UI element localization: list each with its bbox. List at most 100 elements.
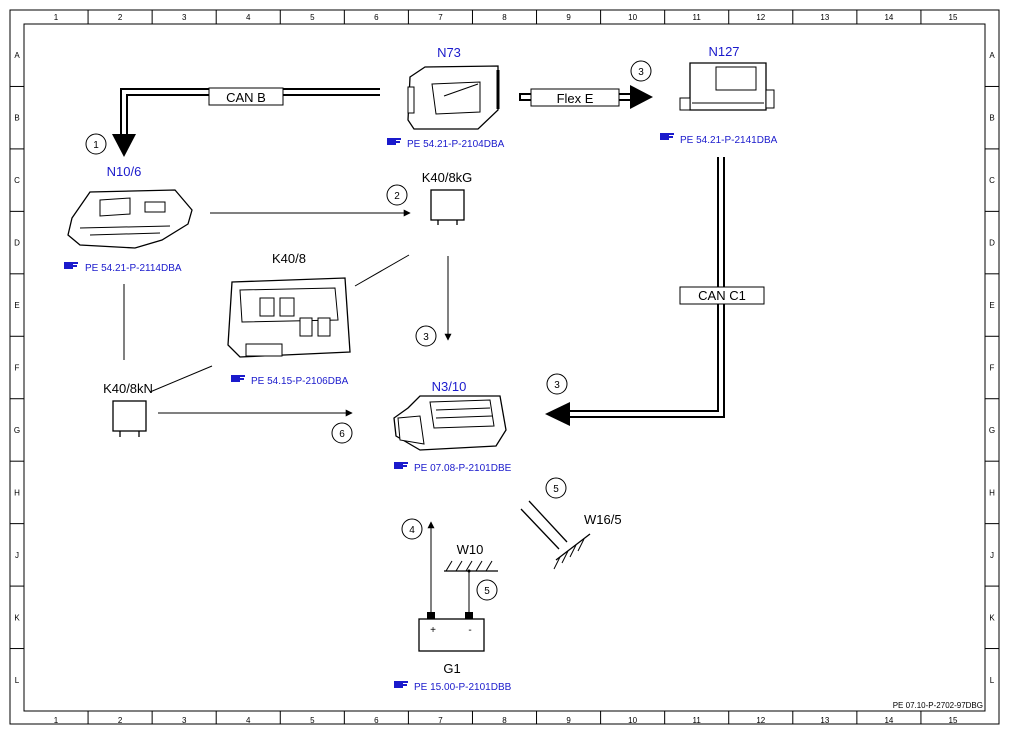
n10-6-ref: PE 54.21-P-2114DBA	[85, 263, 182, 274]
n127-module-icon	[679, 62, 775, 111]
svg-text:4: 4	[409, 525, 415, 536]
w10-ground[interactable]: W10	[444, 542, 498, 573]
svg-text:3: 3	[423, 332, 429, 343]
signal-lines	[123, 209, 470, 612]
column-number: 3	[182, 13, 187, 22]
svg-text:6: 6	[339, 429, 345, 440]
row-letter: A	[14, 51, 20, 60]
column-number: 8	[502, 13, 507, 22]
column-number: 2	[118, 716, 123, 725]
n10-6-label: N10/6	[107, 164, 142, 179]
n73-module-icon	[407, 65, 500, 130]
column-number: 1	[54, 13, 59, 22]
n3-10-module[interactable]: N3/10 PE 07.08-P-2101DBE	[393, 379, 512, 474]
drawing-frame: 1122334455667788991010111112121313141415…	[9, 9, 1000, 725]
k40-8-ref: PE 54.15-P-2106DBA	[251, 376, 349, 387]
column-number: 7	[438, 716, 443, 725]
column-ruler: 1122334455667788991010111112121313141415…	[54, 10, 958, 725]
callout-3-can: 3	[546, 373, 568, 395]
svg-text:2: 2	[394, 191, 400, 202]
column-number: 6	[374, 13, 379, 22]
column-number: 7	[438, 13, 443, 22]
row-letter: D	[989, 239, 995, 248]
n3-10-ecu-icon	[393, 395, 507, 451]
row-letter: C	[989, 176, 995, 185]
g1-ref-icon	[394, 681, 408, 688]
callout-4: 4	[401, 518, 423, 540]
column-number: 15	[949, 716, 958, 725]
row-letter: J	[15, 551, 19, 560]
column-number: 11	[693, 13, 702, 22]
column-number: 9	[566, 13, 571, 22]
can-c1-label: CAN C1	[698, 288, 746, 303]
n127-ref: PE 54.21-P-2141DBA	[680, 135, 778, 146]
callout-6: 6	[331, 422, 353, 444]
svg-text:3: 3	[554, 380, 560, 391]
callout-3-flex: 3	[630, 60, 652, 82]
flex-e-label: Flex E	[557, 91, 594, 106]
battery-plus: +	[430, 625, 436, 636]
row-letter: B	[989, 114, 994, 123]
n10-6-module[interactable]: N10/6 PE 54.21-P-2114DBA	[64, 164, 193, 274]
column-number: 9	[566, 716, 571, 725]
row-letter: L	[15, 676, 20, 685]
n3-10-label: N3/10	[432, 379, 467, 394]
n73-label: N73	[437, 45, 461, 60]
column-number: 13	[820, 716, 829, 725]
row-letter: D	[14, 239, 20, 248]
column-number: 8	[502, 716, 507, 725]
column-number: 14	[884, 716, 893, 725]
svg-text:5: 5	[553, 484, 559, 495]
w16-5-ground[interactable]: W16/5	[520, 500, 622, 570]
k40-8kg-label: K40/8kG	[422, 170, 473, 185]
column-number: 12	[756, 716, 765, 725]
column-number: 10	[628, 13, 637, 22]
flex-e-bus: Flex E	[519, 85, 653, 109]
n3-10-ref: PE 07.08-P-2101DBE	[414, 463, 512, 474]
n127-ref-icon	[660, 133, 674, 140]
g1-battery[interactable]: + - G1 PE 15.00-P-2101DBB	[394, 612, 512, 693]
w10-label: W10	[457, 542, 484, 557]
svg-text:1: 1	[93, 140, 99, 151]
k40-8-module-icon	[227, 277, 351, 358]
n127-module[interactable]: N127 PE 54.21-P-2141DBA	[660, 44, 778, 146]
column-number: 11	[693, 716, 702, 725]
row-letter: B	[14, 114, 19, 123]
document-id: PE 07.10-P-2702-97DBG	[893, 701, 983, 710]
callout-5-w16: 5	[545, 477, 567, 499]
column-number: 10	[628, 716, 637, 725]
column-number: 4	[246, 716, 251, 725]
row-letter: F	[990, 364, 995, 373]
w16-5-ground-icon	[520, 500, 591, 570]
column-number: 13	[820, 13, 829, 22]
callout-3-relay: 3	[415, 325, 437, 347]
row-letter: G	[989, 426, 995, 435]
row-letter: G	[14, 426, 20, 435]
row-letter: L	[990, 676, 995, 685]
k40-8-label: K40/8	[272, 251, 306, 266]
k40-8kn-relay-icon	[112, 400, 147, 432]
callout-2: 2	[386, 184, 408, 206]
n10-6-ref-icon	[64, 262, 78, 269]
column-number: 5	[310, 13, 315, 22]
n127-label: N127	[708, 44, 739, 59]
k40-8-fuse-relay-module[interactable]: K40/8 PE 54.15-P-2106DBA	[227, 251, 351, 387]
n73-module[interactable]: N73 PE 54.21-P-2104DBA	[387, 45, 505, 150]
svg-text:3: 3	[638, 67, 644, 78]
row-letter: H	[14, 488, 20, 497]
row-letter: E	[989, 301, 994, 310]
row-letter: H	[989, 488, 995, 497]
n73-ref-icon	[387, 138, 401, 145]
column-number: 2	[118, 13, 123, 22]
can-b-bus: CAN B	[112, 87, 380, 157]
callouts: 1 2 3 3 3 4 5 5 6	[85, 60, 652, 601]
n3-10-ref-icon	[394, 462, 408, 469]
k40-8kn-relay[interactable]: K40/8kN	[103, 381, 153, 437]
w16-5-label: W16/5	[584, 512, 622, 527]
row-letter: F	[15, 364, 20, 373]
column-number: 1	[54, 716, 59, 725]
column-number: 3	[182, 716, 187, 725]
k40-8kg-relay[interactable]: K40/8kG	[422, 170, 473, 225]
